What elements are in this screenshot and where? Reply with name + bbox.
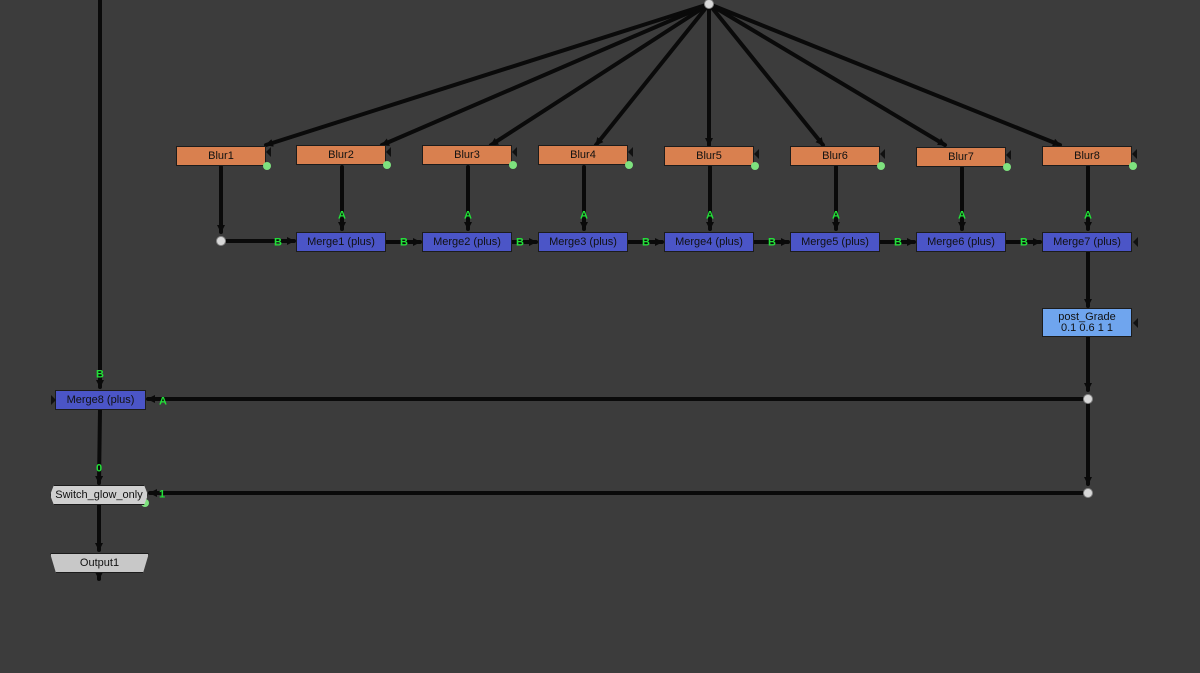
merge5-input-b-label: B (768, 236, 776, 249)
blur4-mask-input-icon (628, 147, 633, 157)
blur3-mask-input-icon (512, 147, 517, 157)
blur4-node[interactable]: Blur4 (538, 145, 628, 165)
post-grade-label: post_Grade (1058, 310, 1116, 323)
merge5-label: Merge5 (plus) (801, 236, 869, 248)
merge8-mask-input-icon (51, 395, 56, 405)
output1-node[interactable]: Output1 (50, 553, 149, 573)
blur1-output-dot[interactable] (216, 236, 226, 246)
blur2-mask-icon[interactable] (383, 161, 391, 169)
blur6-label: Blur6 (822, 150, 848, 162)
merge7-mask-input-icon (1133, 237, 1138, 247)
edge-source-blur4 (594, 2, 711, 147)
merge8-node[interactable]: Merge8 (plus) (55, 390, 146, 410)
switch-glow-only-node[interactable]: Switch_glow_only (50, 485, 148, 505)
blur7-mask-icon[interactable] (1003, 163, 1011, 171)
blur4-label: Blur4 (570, 149, 596, 161)
blur5-node[interactable]: Blur5 (664, 146, 754, 166)
grade-split-dot[interactable] (1083, 394, 1093, 404)
blur3-node[interactable]: Blur3 (422, 145, 512, 165)
source-dot[interactable] (704, 0, 714, 9)
edge-source-blur8 (707, 2, 1062, 147)
merge4-node[interactable]: Merge4 (plus) (664, 232, 754, 252)
merge8-label: Merge8 (plus) (66, 394, 135, 406)
merge4-label: Merge4 (plus) (675, 236, 743, 248)
post-grade-value: 0.1 0.6 1 1 (1061, 321, 1113, 334)
blur3-mask-icon[interactable] (509, 161, 517, 169)
blur1-mask-input-icon (266, 147, 271, 157)
post-grade-mask-input-icon (1133, 318, 1138, 328)
merge4-input-a-label: A (706, 209, 714, 222)
blur4-mask-icon[interactable] (625, 161, 633, 169)
blur2-mask-input-icon (386, 147, 391, 157)
blur8-label: Blur8 (1074, 150, 1100, 162)
merge6-label: Merge6 (plus) (927, 236, 995, 248)
merge6-input-b-label: B (894, 236, 902, 249)
merge3-input-a-label: A (580, 209, 588, 222)
blur8-node[interactable]: Blur8 (1042, 146, 1132, 166)
edge-source-blur3 (489, 2, 711, 147)
merge2-input-a-label: A (464, 209, 472, 222)
edge-source-blur6 (707, 2, 825, 147)
merge1-input-a-label: A (338, 209, 346, 222)
merge5-node[interactable]: Merge5 (plus) (790, 232, 880, 252)
blur3-label: Blur3 (454, 149, 480, 161)
blur7-node[interactable]: Blur7 (916, 147, 1006, 167)
blur5-mask-input-icon (754, 149, 759, 159)
switch-input-0-label: 0 (95, 462, 103, 475)
switch-split-dot[interactable] (1083, 488, 1093, 498)
blur6-mask-input-icon (880, 149, 885, 159)
blur7-mask-input-icon (1006, 150, 1011, 160)
blur8-mask-input-icon (1132, 149, 1137, 159)
blur2-label: Blur2 (328, 149, 354, 161)
blur6-mask-icon[interactable] (877, 162, 885, 170)
blur5-mask-icon[interactable] (751, 162, 759, 170)
edge-source-blur1 (264, 2, 711, 147)
merge3-label: Merge3 (plus) (549, 236, 617, 248)
blur1-label: Blur1 (208, 150, 234, 162)
merge7-input-b-label: B (1020, 236, 1028, 249)
blur8-mask-icon[interactable] (1129, 162, 1137, 170)
blur1-node[interactable]: Blur1 (176, 146, 266, 166)
switch-input-1-label: 1 (158, 488, 166, 501)
merge4-input-b-label: B (642, 236, 650, 249)
post-grade-node[interactable]: post_Grade 0.1 0.6 1 1 (1042, 308, 1132, 337)
output-label: Output1 (79, 557, 120, 569)
merge3-input-b-label: B (516, 236, 524, 249)
edge-source-blur2 (380, 2, 711, 147)
merge6-node[interactable]: Merge6 (plus) (916, 232, 1006, 252)
merge7-input-a-label: A (1084, 209, 1092, 222)
merge1-node[interactable]: Merge1 (plus) (296, 232, 386, 252)
merge1-label: Merge1 (plus) (307, 236, 375, 248)
merge1-input-b-label: B (274, 236, 282, 249)
merge3-node[interactable]: Merge3 (plus) (538, 232, 628, 252)
blur6-node[interactable]: Blur6 (790, 146, 880, 166)
merge8-input-a-label: A (159, 395, 167, 408)
merge6-input-a-label: A (958, 209, 966, 222)
merge5-input-a-label: A (832, 209, 840, 222)
merge7-node[interactable]: Merge7 (plus) (1042, 232, 1132, 252)
merge8-input-b-label: B (96, 368, 104, 381)
edge-merge8-switch-0 (95, 408, 104, 485)
blur5-label: Blur5 (696, 150, 722, 162)
blur1-mask-icon[interactable] (263, 162, 271, 170)
merge2-input-b-label: B (400, 236, 408, 249)
blur2-node[interactable]: Blur2 (296, 145, 386, 165)
merge7-label: Merge7 (plus) (1053, 236, 1121, 248)
merge2-node[interactable]: Merge2 (plus) (422, 232, 512, 252)
switch-mask-icon[interactable] (141, 499, 149, 507)
blur7-label: Blur7 (948, 151, 974, 163)
switch-label: Switch_glow_only (55, 489, 143, 501)
merge2-label: Merge2 (plus) (433, 236, 501, 248)
edge-source-blur7 (707, 2, 947, 147)
